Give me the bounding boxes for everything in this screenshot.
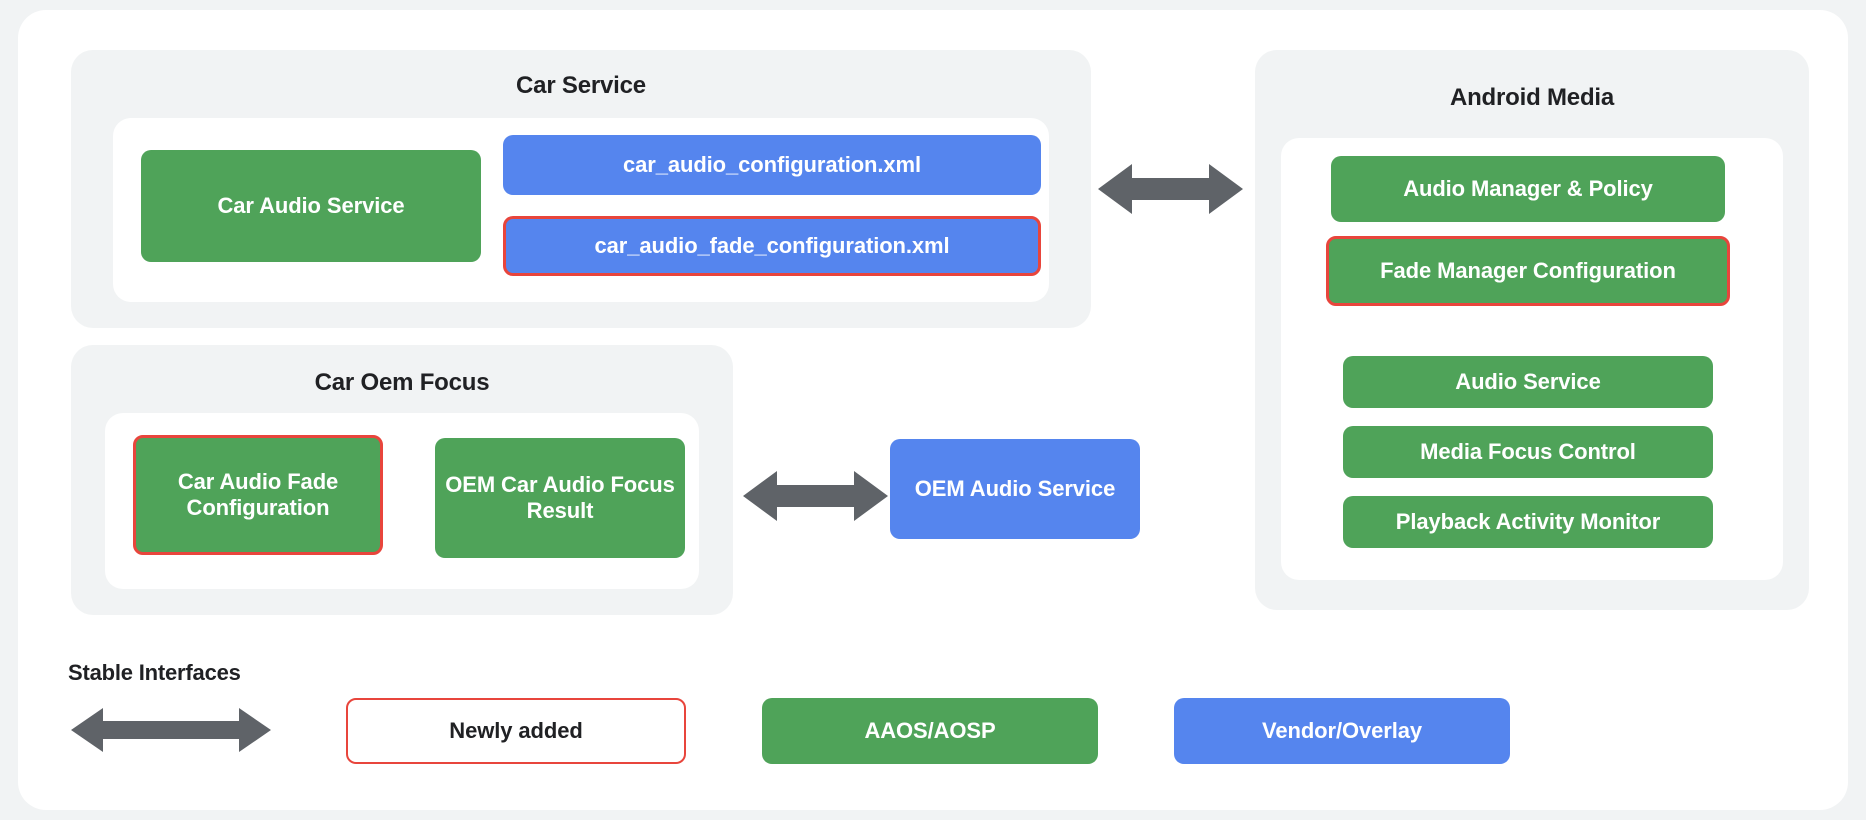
node-oem-audio-service[interactable]: OEM Audio Service: [890, 439, 1140, 539]
group-title-android-media: Android Media: [1449, 84, 1615, 111]
legend-title: Stable Interfaces: [68, 660, 241, 685]
inner-card-android-media: Audio Manager & Policy Fade Manager Conf…: [1281, 138, 1783, 580]
node-media-focus-control[interactable]: Media Focus Control: [1343, 426, 1713, 478]
node-car-audio-fade-configuration[interactable]: Car Audio Fade Configuration: [133, 435, 383, 555]
legend-double-arrow-icon: [71, 704, 271, 756]
node-car-audio-service[interactable]: Car Audio Service: [141, 150, 481, 262]
group-panel-car-oem-focus: Car Oem Focus Car Audio Fade Configurati…: [71, 345, 733, 615]
group-title-car-service: Car Service: [516, 72, 646, 99]
inner-card-car-oem-focus: Car Audio Fade Configuration OEM Car Aud…: [105, 413, 699, 589]
group-panel-car-service: Car Service Car Audio Service car_audio_…: [71, 50, 1091, 328]
diagram-canvas: Car Service Car Audio Service car_audio_…: [18, 10, 1848, 810]
group-title-car-oem-focus: Car Oem Focus: [314, 369, 490, 396]
legend-item-newly-added[interactable]: Newly added: [346, 698, 686, 764]
connector-car-oem-focus-to-oem-audio-service: [743, 465, 888, 527]
inner-card-car-service: Car Audio Service car_audio_configuratio…: [113, 118, 1049, 302]
legend-item-vendor-overlay[interactable]: Vendor/Overlay: [1174, 698, 1510, 764]
legend-item-aaos-aosp[interactable]: AAOS/AOSP: [762, 698, 1098, 764]
connector-car-service-to-android-media: [1098, 158, 1243, 220]
group-panel-android-media: Android Media Audio Manager & Policy Fad…: [1255, 50, 1809, 610]
node-car-audio-configuration-xml[interactable]: car_audio_configuration.xml: [503, 135, 1041, 195]
node-audio-manager-and-policy[interactable]: Audio Manager & Policy: [1331, 156, 1725, 222]
node-playback-activity-monitor[interactable]: Playback Activity Monitor: [1343, 496, 1713, 548]
node-audio-service[interactable]: Audio Service: [1343, 356, 1713, 408]
node-oem-car-audio-focus-result[interactable]: OEM Car Audio Focus Result: [435, 438, 685, 558]
node-fade-manager-configuration[interactable]: Fade Manager Configuration: [1326, 236, 1730, 306]
node-car-audio-fade-configuration-xml[interactable]: car_audio_fade_configuration.xml: [503, 216, 1041, 276]
